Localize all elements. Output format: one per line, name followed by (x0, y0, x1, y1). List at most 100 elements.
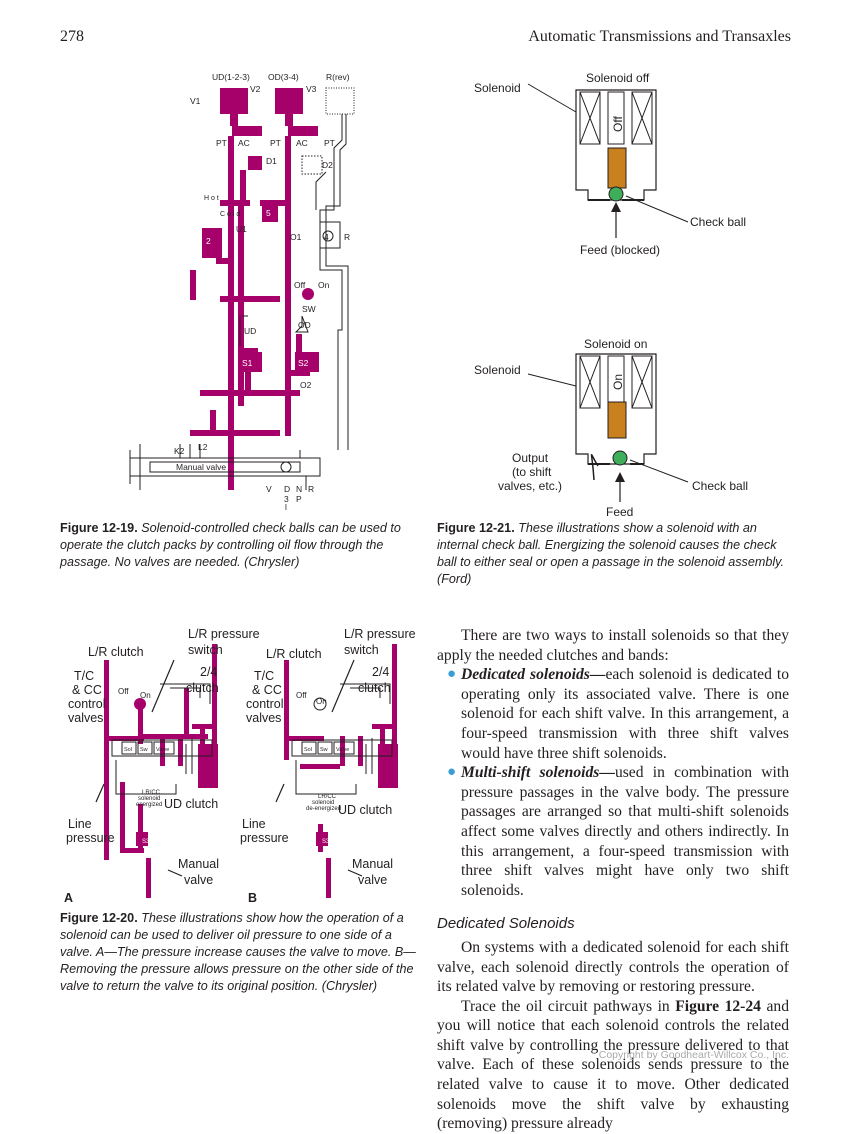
fig20a-tc-1: T/C (74, 669, 94, 683)
figure-12-20-diagram: L/R clutch L/R pressure switch T/C & CC … (64, 627, 416, 905)
fig21-state-on: On (611, 374, 625, 390)
fig21-checkball-off: Check ball (690, 215, 746, 229)
fig20b-on: On (316, 697, 327, 706)
running-head: Automatic Transmissions and Transaxles (528, 28, 791, 45)
intro-paragraph: There are two ways to install solenoids … (437, 627, 789, 664)
fig19-label-od-s: OD (298, 320, 311, 330)
fig20b-off: Off (296, 691, 307, 700)
fig20a-valve: Valve (156, 747, 169, 753)
fig19-caption-number: Figure 12-19. (60, 521, 138, 535)
figure-12-21-caption: Figure 12-21. These illustrations show a… (437, 520, 789, 588)
figure-12-21-diagram: Solenoid off Solenoid Off Check ball Fee… (474, 71, 748, 519)
fig20b-lr-pressure-2: switch (344, 643, 379, 657)
bullet-text: each solenoid is dedicated to operating … (461, 666, 789, 762)
fig19-label-ud: UD(1-2-3) (212, 72, 250, 82)
fig20b-s3: S3 (322, 839, 330, 845)
fig20a-lr-clutch: L/R clutch (88, 645, 144, 659)
fig20b-manual-2: valve (358, 873, 387, 887)
fig20a-lrcc-3: energized (136, 802, 162, 808)
fig21-caption-number: Figure 12-21. (437, 521, 515, 535)
fig19-label-2: 2 (206, 236, 211, 246)
fig20b-line-1: Line (242, 817, 266, 831)
fig19-label-o1: O1 (290, 232, 302, 242)
fig19-caption-text: Solenoid-controlled check balls can be u… (60, 521, 401, 569)
fig21-output-1: Output (512, 451, 549, 465)
fig19-label-s2: S2 (298, 358, 309, 368)
fig20a-lr-pressure-2: switch (188, 643, 223, 657)
fig19-label-r: R (344, 232, 350, 242)
fig19-label-v2: V2 (250, 84, 261, 94)
fig19-label-o2: O2 (300, 380, 312, 390)
fig21-caption-text: These illustrations show a solenoid with… (437, 521, 785, 586)
fig19-label-manual-valve: Manual valve (176, 462, 226, 472)
fig20b-tc-3: control (246, 697, 284, 711)
fig20a-24-1: 2/4 (200, 665, 217, 679)
paragraph-trace: Trace the oil circuit pathways in Figure… (437, 997, 789, 1134)
section-heading: Dedicated Solenoids (437, 915, 575, 933)
fig20a-lr-pressure-1: L/R pressure (188, 627, 260, 641)
fig21-state-off: Off (611, 116, 625, 132)
fig20-caption-number: Figure 12-20. (60, 911, 138, 925)
bullet-term: Multi-shift solenoids— (461, 764, 615, 782)
fig21-output-2: (to shift (512, 465, 552, 479)
fig19-label-ac1: AC (238, 138, 250, 148)
v2-valve-body (220, 88, 248, 114)
fig19-label-cold: C o l d (220, 211, 240, 218)
fig19-label-pos-3: 3 (284, 494, 289, 504)
rev-valve (325, 87, 355, 115)
fig20b-tc-2: & CC (252, 683, 282, 697)
fig20-panel-a-drawing (95, 644, 218, 898)
fig20a-24-2: clutch (186, 681, 219, 695)
fig20a-sol: Sol (124, 747, 132, 753)
fig20a-line-1: Line (68, 817, 92, 831)
fig20a-line-2: pressure (66, 831, 115, 845)
fig19-label-5: 5 (266, 208, 271, 218)
fig19-label-4: 4 (324, 232, 329, 242)
fig20a-manual-2: valve (184, 873, 213, 887)
fig20b-lr-clutch: L/R clutch (266, 647, 322, 661)
copyright-notice: Copyright by Goodheart-Willcox Co., Inc. (598, 1049, 789, 1061)
paragraph-dedicated: On systems with a dedicated solenoid for… (437, 938, 789, 996)
fig19-label-u1: U1 (236, 224, 247, 234)
fig20b-lrcc-1: LR/CC (318, 794, 337, 800)
para2-post: and you will notice that each solenoid c… (437, 997, 789, 1133)
fig19-label-pos-n: N (296, 484, 302, 494)
fig20-caption-text: These illustrations show how the operati… (60, 911, 416, 993)
fig19-label-s1: S1 (242, 358, 253, 368)
fig20b-lrcc-3: de-energized (306, 806, 341, 812)
list-item: ● Multi-shift solenoids—used in combinat… (437, 763, 789, 900)
page-number: 278 (60, 28, 84, 45)
fig20a-panel-letter: A (64, 891, 73, 905)
fig19-label-v1: V1 (190, 96, 201, 106)
fig20a-off: Off (118, 687, 129, 696)
fig19-label-d1: D1 (266, 156, 277, 166)
fig19-label-d2: D2 (322, 160, 333, 170)
fig20b-lr-pressure-1: L/R pressure (344, 627, 416, 641)
fig19-label-rev: R(rev) (326, 72, 350, 82)
fig19-label-pt2: PT (270, 138, 281, 148)
solenoid-on-assembly (527, 353, 689, 502)
fig20b-tc-4: valves (246, 711, 281, 725)
bullet-icon: ● (447, 764, 457, 781)
fig21-feed-blocked: Feed (blocked) (580, 243, 660, 257)
fig20b-ud-clutch: UD clutch (338, 803, 392, 817)
solenoid-core-on (607, 401, 627, 439)
fig20b-panel-letter: B (248, 891, 257, 905)
check-ball-off (608, 186, 624, 202)
fig19-label-ud-s: UD (244, 326, 256, 336)
fig20a-tc-3: control (68, 697, 106, 711)
fig21-title-on: Solenoid on (584, 337, 647, 351)
check-ball-on (612, 450, 628, 466)
fig19-label-on: On (318, 280, 330, 290)
fig20a-tc-2: & CC (72, 683, 102, 697)
fig21-solenoid-on-label: Solenoid (474, 363, 521, 377)
fig19-label-pos-v: V (266, 484, 272, 494)
figure-12-20-caption: Figure 12-20. These illustrations show h… (60, 910, 416, 995)
fig20b-sw: Sw (320, 747, 328, 753)
fig19-label-pt1: PT (216, 138, 227, 148)
fig19-label-ac2: AC (296, 138, 308, 148)
fig19-label-l2: L2 (198, 442, 208, 452)
fig20a-lrcc-2: solenoid (138, 796, 160, 802)
fig20-panel-b-drawing (275, 644, 398, 898)
fig20a-s3: S3 (142, 839, 150, 845)
